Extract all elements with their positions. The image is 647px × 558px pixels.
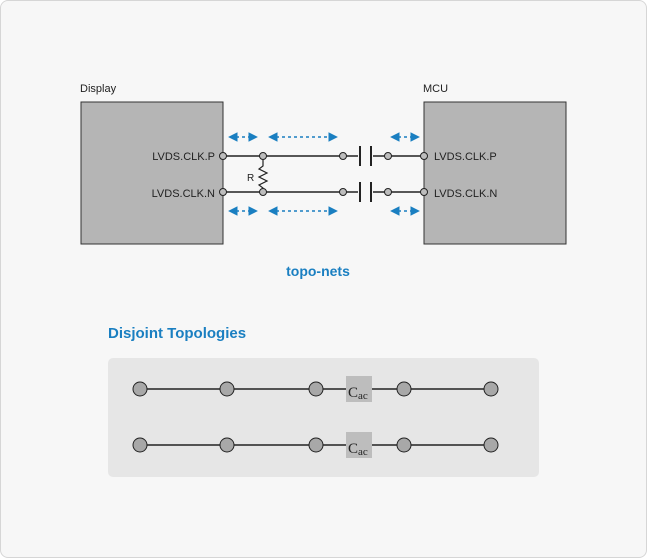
topology-node: [132, 381, 148, 397]
node: [219, 152, 227, 160]
topologies-panel: [108, 358, 539, 477]
node: [339, 188, 347, 196]
topo-nets-caption: topo-nets: [286, 263, 350, 279]
cac-label: Cac: [348, 385, 368, 402]
capacitor-p: [359, 146, 372, 166]
topology-row-1: Cac: [132, 376, 499, 402]
node: [259, 152, 267, 160]
topology-node: [483, 437, 499, 453]
resistor-label: R: [247, 173, 254, 184]
schematic-nodes: [219, 152, 428, 196]
topology-node: [396, 381, 412, 397]
disjoint-topologies-heading: Disjoint Topologies: [108, 325, 246, 342]
display-pin-n-label: LVDS.CLK.N: [152, 188, 215, 200]
node: [420, 152, 428, 160]
topology-node: [483, 381, 499, 397]
node: [384, 188, 392, 196]
node: [259, 188, 267, 196]
capacitor-n: [359, 182, 372, 202]
mcu-label: MCU: [423, 83, 448, 95]
topology-node: [132, 437, 148, 453]
display-pin-p-label: LVDS.CLK.P: [152, 151, 215, 163]
topology-node: [308, 381, 324, 397]
topology-row-2: Cac: [132, 432, 499, 458]
topology-node: [308, 437, 324, 453]
topology-node: [219, 437, 235, 453]
node: [219, 188, 227, 196]
mcu-pin-n-label: LVDS.CLK.N: [434, 188, 497, 200]
resistor: [257, 156, 269, 192]
node: [420, 188, 428, 196]
cac-label: Cac: [348, 441, 368, 458]
node: [384, 152, 392, 160]
mcu-block: [423, 101, 567, 245]
display-block: [80, 101, 224, 245]
capacitor-box: [346, 432, 372, 458]
node: [339, 152, 347, 160]
topology-node: [396, 437, 412, 453]
display-label: Display: [80, 83, 117, 95]
capacitor-box: [346, 376, 372, 402]
topology-node: [219, 381, 235, 397]
mcu-pin-p-label: LVDS.CLK.P: [434, 151, 497, 163]
